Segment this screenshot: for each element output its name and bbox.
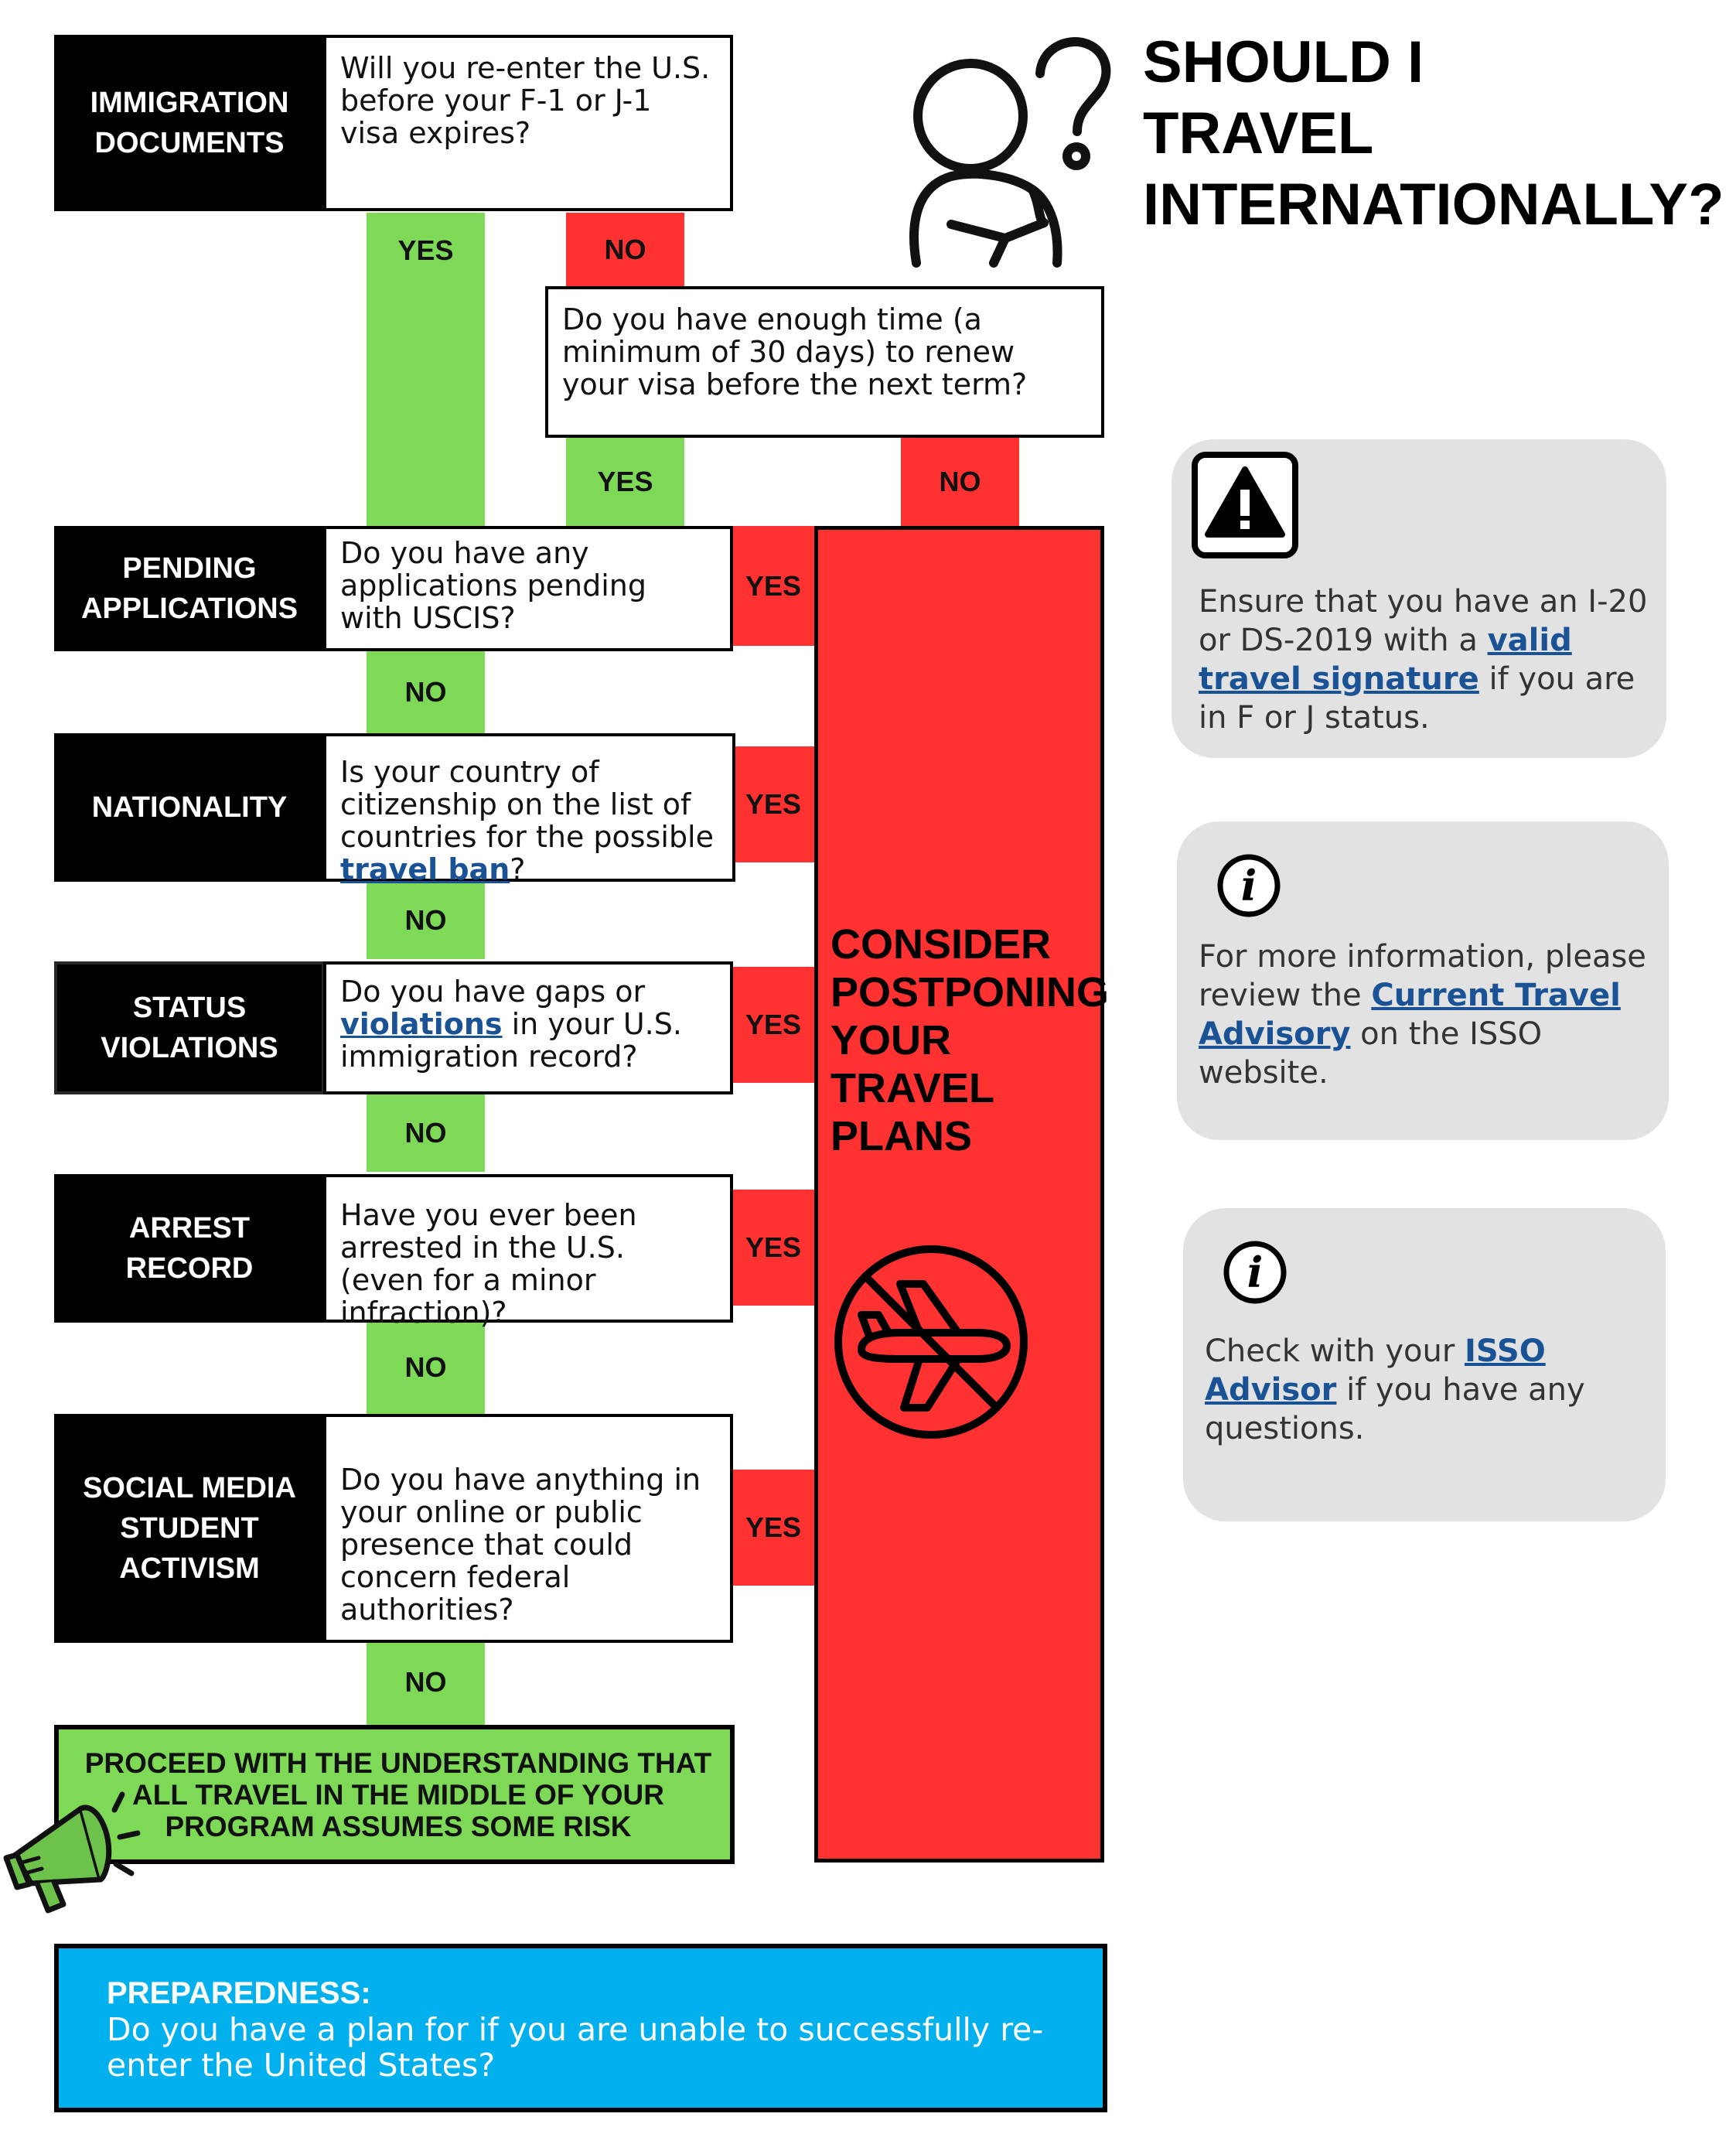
consider-postponing-box: CONSIDER POSTPONING YOUR TRAVEL PLANS [814,526,1109,1863]
q2-no-text: NO [939,465,981,497]
pending-applications-label: PENDING APPLICATIONS [54,526,325,651]
status-text-2: in your U.S. immigration record? [340,1007,682,1074]
no-flights-icon [830,1241,1032,1443]
preparedness-heading: PREPAREDNESS: [107,1976,371,2010]
q5-no-bar: NO [367,1094,485,1172]
travel-advisory-text-2: on the ISSO website. [1199,1016,1543,1091]
title-line-1: SHOULD I [1143,29,1424,95]
q6-yes-bar: YES [730,1190,817,1306]
q4-no-bar: NO [367,882,485,959]
preparedness-text: Do you have a plan for if you are unable… [107,2011,1044,2084]
q4-yes-bar: YES [730,746,817,862]
visa-renewal-question: Do you have enough time (a minimum of 30… [545,286,1104,438]
travel-advisory-box: i For more information, please review th… [1177,821,1669,1140]
q7-yes-bar: YES [730,1470,817,1586]
megaphone-icon [0,1771,147,1918]
q3-no-text: NO [404,676,447,708]
isso-advisor-link[interactable]: ISSO Advisor [1205,1333,1546,1408]
current-travel-advisory-link[interactable]: Current Travel Advisory [1199,978,1621,1052]
q5-yes-bar: YES [730,967,817,1083]
nationality-question: Is your country of citizenship on the li… [323,733,735,886]
violations-link[interactable]: violations [340,1007,503,1041]
social-media-question: Do you have anything in your online or p… [323,1414,733,1643]
isso-advisor-text-1: Check with your [1205,1333,1465,1369]
page-title: SHOULD I TRAVEL INTERNATIONALLY? [1143,27,1731,241]
immigration-documents-question: Will you re-enter the U.S. before your F… [323,35,733,211]
q6-no-bar: NO [367,1321,485,1414]
q7-no-text: NO [404,1666,447,1698]
travel-advisory-text: For more information, please review the … [1199,937,1663,1092]
travel-signature-box: Ensure that you have an I-20 or DS-2019 … [1172,439,1666,758]
travel-signature-text: Ensure that you have an I-20 or DS-2019 … [1199,582,1655,737]
proceed-text: PROCEED WITH THE UNDERSTANDING THAT ALL … [84,1746,712,1842]
q1-yes-bar: YES [367,213,485,526]
title-line-3: INTERNATIONALLY? [1143,172,1724,237]
nationality-text-1: Is your country of citizenship on the li… [340,755,714,854]
status-text-1: Do you have gaps or [340,975,646,1009]
isso-advisor-text: Check with your ISSO Advisor if you have… [1205,1332,1661,1448]
immigration-documents-label: IMMIGRATION DOCUMENTS [54,35,325,211]
q6-no-text: NO [404,1351,447,1383]
q5-yes-text: YES [745,1009,802,1040]
q2-no-bar: NO [901,437,1019,526]
travel-signature-text-2: if you are in F or J status. [1199,661,1635,736]
nationality-text-2: ? [510,852,526,886]
isso-advisor-text-2: if you have any questions. [1205,1372,1585,1446]
preparedness-box: PREPAREDNESS: Do you have a plan for if … [54,1944,1107,2112]
arrest-record-label: ARREST RECORD [54,1174,325,1323]
arrest-record-question: Have you ever been arrested in the U.S. … [323,1174,733,1329]
svg-text:i: i [1241,861,1257,910]
social-media-label: SOCIAL MEDIA STUDENT ACTIVISM [54,1414,325,1643]
warning-icon [1191,451,1299,559]
valid-travel-signature-link[interactable]: valid travel signature [1199,623,1572,697]
q4-yes-text: YES [745,788,802,820]
status-violations-question: Do you have gaps or violations in your U… [323,961,733,1094]
travel-signature-text-1: Ensure that you have an I-20 or DS-2019 … [1199,584,1648,658]
q2-yes-bar: YES [566,437,684,526]
q7-yes-text: YES [745,1511,802,1543]
q1-yes-text: YES [397,234,454,266]
q3-yes-bar: YES [730,526,817,646]
info-icon: i [1222,1239,1288,1306]
travel-advisory-text-1: For more information, please review the [1199,939,1646,1013]
info-icon: i [1216,852,1282,919]
proceed-box: PROCEED WITH THE UNDERSTANDING THAT ALL … [54,1725,735,1864]
thinking-person-icon [878,31,1125,278]
q3-yes-text: YES [745,569,802,602]
nationality-label: NATIONALITY [54,733,325,882]
q1-no-bar: NO [566,213,684,286]
isso-advisor-box: i Check with your ISSO Advisor if you ha… [1183,1208,1666,1521]
pending-applications-question: Do you have any applications pending wit… [323,526,733,651]
svg-text:i: i [1247,1248,1264,1297]
q2-yes-text: YES [597,465,653,497]
q5-no-text: NO [404,1117,447,1149]
q4-no-text: NO [404,904,447,936]
travel-ban-link[interactable]: travel ban [340,852,510,886]
title-line-2: TRAVEL [1143,101,1374,166]
q6-yes-text: YES [745,1231,802,1263]
q3-no-bar: NO [367,650,485,735]
consider-postponing-text: CONSIDER POSTPONING YOUR TRAVEL PLANS [830,921,1110,1159]
q7-no-bar: NO [367,1640,485,1725]
q1-no-text: NO [604,233,646,265]
status-violations-label: STATUS VIOLATIONS [54,961,325,1094]
